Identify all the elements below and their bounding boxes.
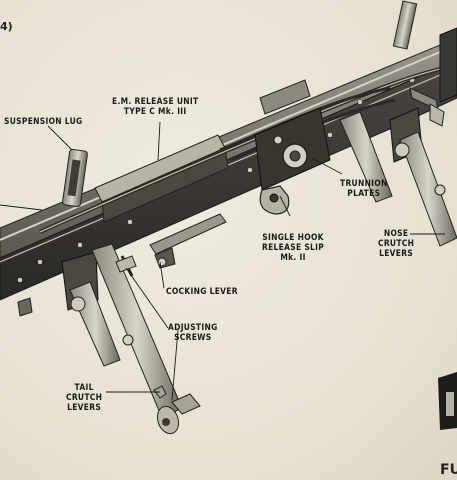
label-single-hook-line3: Mk. II [280,252,306,262]
label-em-release-unit-line2: TYPE C Mk. III [123,106,187,116]
label-tail-crutch-line3: LEVERS [67,402,102,412]
label-nose-crutch-levers: NOSE CRUTCH LEVERS [378,228,414,258]
label-cocking-lever: COCKING LEVER [166,286,238,296]
label-trunnion-plates-line1: TRUNNION [340,178,388,188]
cocking-lever-part [149,213,227,269]
label-adjusting-screws-line2: SCREWS [174,332,212,342]
label-suspension-lug-text: SUSPENSION LUG [4,116,83,126]
label-suspension-lug: SUSPENSION LUG [4,116,83,126]
label-tail-crutch-line1: TAIL [74,382,94,392]
top-bracket [259,0,457,115]
label-tail-crutch-levers: TAIL CRUTCH LEVERS [66,382,102,412]
label-em-release-unit: E.M. RELEASE UNIT TYPE C Mk. III [112,96,198,116]
label-cocking-lever-text: COCKING LEVER [166,286,238,296]
label-single-hook-line2: RELEASE SLIP [262,242,325,252]
label-tail-crutch-line2: CRUTCH [66,392,103,402]
nose-crutch-legs [339,87,457,247]
label-nose-crutch-line2: CRUTCH [378,238,415,248]
label-trunnion-plates-line2: PLATES [347,188,381,198]
suspension-lug-part [62,148,88,208]
label-em-release-unit-line1: E.M. RELEASE UNIT [112,96,199,106]
leader-lines [0,121,445,401]
corner-text-bottom-right: FU [440,462,457,478]
label-adjusting-screws: ADJUSTING SCREWS [168,322,218,342]
corner-text-top-left: 4) [0,20,13,33]
label-single-hook-release-slip: SINGLE HOOK RELEASE SLIP Mk. II [262,232,324,262]
tail-crutch-legs [17,243,201,435]
label-nose-crutch-line1: NOSE [383,228,409,238]
label-adjusting-screws-line1: ADJUSTING [168,322,218,332]
partial-figure [438,372,457,430]
label-single-hook-line1: SINGLE HOOK [262,232,324,242]
trunnion-assembly [254,107,331,215]
label-trunnion-plates: TRUNNION PLATES [340,178,388,198]
label-nose-crutch-line3: LEVERS [379,248,414,258]
